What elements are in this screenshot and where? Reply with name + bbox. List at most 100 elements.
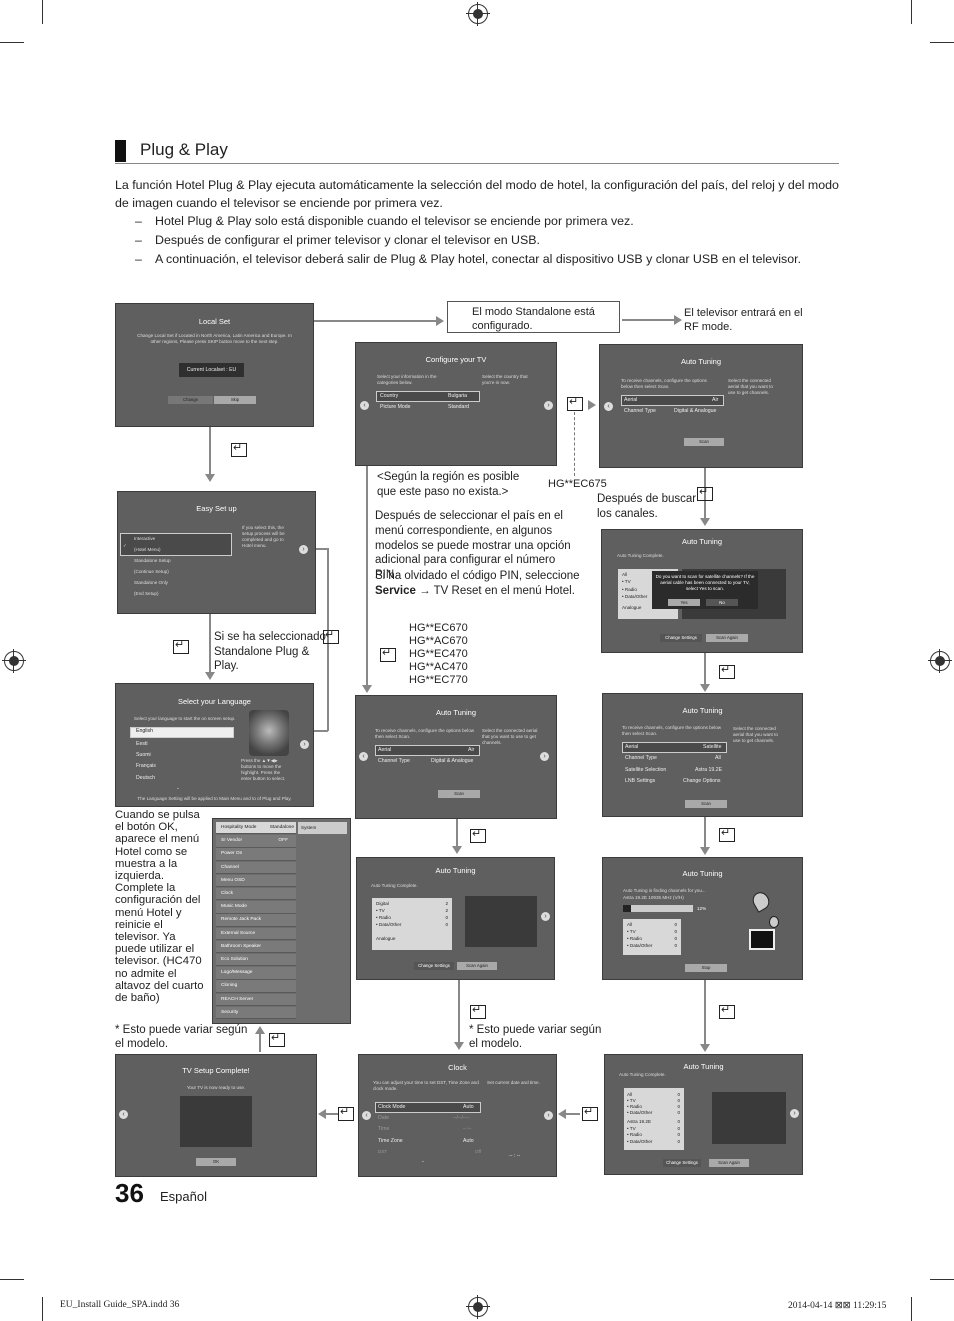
- screen-title: Auto Tuning: [680, 357, 722, 366]
- picture-mode-label[interactable]: Picture Mode: [380, 404, 411, 410]
- back-arrow-icon[interactable]: ‹: [119, 1110, 128, 1119]
- menu-item[interactable]: Eco Solution: [216, 954, 296, 967]
- change-button[interactable]: Change: [168, 396, 213, 404]
- flow-arrow-icon: [452, 846, 462, 854]
- after-search-note: Después de buscar los canales.: [597, 493, 697, 520]
- menu-item[interactable]: Logo/Message: [216, 967, 296, 980]
- menu-item[interactable]: Cloning: [216, 980, 296, 993]
- help-text: If you select this, the setup process wi…: [242, 525, 285, 548]
- menu-item[interactable]: External Source: [216, 927, 296, 940]
- menu-item[interactable]: Channel: [216, 861, 296, 874]
- crop-mark: [911, 1297, 912, 1321]
- model-label: HG**EC670: [409, 622, 468, 634]
- change-settings-button[interactable]: Change Settings: [663, 1159, 701, 1167]
- next-arrow-icon[interactable]: ›: [544, 1111, 553, 1120]
- menu-item[interactable]: Music Mode: [216, 901, 296, 914]
- screen-text: To receive channels, configure the optio…: [375, 728, 475, 739]
- check-icon: ✓: [123, 543, 127, 548]
- scan-button[interactable]: Scan: [438, 790, 480, 798]
- stop-button[interactable]: Stop: [685, 964, 727, 972]
- back-arrow-icon[interactable]: ‹: [360, 401, 369, 410]
- list-item[interactable]: Standalone Setup: [134, 558, 171, 563]
- menu-item[interactable]: Remote Jack Pack: [216, 914, 296, 927]
- screen-clock: Clock You can adjust your time to set DS…: [358, 1054, 557, 1177]
- aerial-row[interactable]: [375, 745, 480, 756]
- flow-line: [704, 978, 706, 1044]
- list-item[interactable]: Interactive: [134, 536, 156, 541]
- crop-mark: [930, 42, 954, 43]
- scan-again-button[interactable]: Scan Again: [457, 962, 497, 970]
- region-note: <Según la región es posible que este pas…: [377, 471, 520, 498]
- country-label: Country: [380, 393, 399, 399]
- dotted-line: [574, 412, 575, 476]
- menu-item[interactable]: REACH Server: [216, 993, 296, 1006]
- skip-button[interactable]: Skip: [214, 396, 256, 404]
- country-row[interactable]: [376, 391, 480, 402]
- list-item[interactable]: Standalone Only: [134, 580, 168, 585]
- channel-type-label[interactable]: Channel Type: [378, 758, 410, 764]
- channel-type-label[interactable]: Channel Type: [625, 755, 657, 761]
- aerial-row[interactable]: [622, 742, 727, 753]
- menu-item[interactable]: Clock: [216, 888, 296, 901]
- next-arrow-icon[interactable]: ›: [544, 401, 553, 410]
- channel-type-label[interactable]: Channel Type: [624, 408, 656, 414]
- aerial-row[interactable]: [621, 395, 724, 406]
- lnb-settings-label[interactable]: LNB Settings: [625, 778, 656, 784]
- ok-button[interactable]: OK: [196, 1158, 236, 1166]
- aerial-label: Aerial: [625, 744, 639, 750]
- model-label: HG**EC675: [548, 478, 607, 490]
- flow-arrow-icon: [700, 518, 710, 526]
- flow-line: [622, 319, 674, 321]
- scan-button[interactable]: Scan: [684, 438, 724, 446]
- list-item[interactable]: Suomi: [136, 752, 151, 758]
- list-item[interactable]: Eesti: [136, 741, 148, 747]
- menu-item[interactable]: Security: [216, 1006, 296, 1020]
- selected-item[interactable]: [130, 727, 234, 738]
- flow-line: [312, 320, 436, 322]
- next-arrow-icon[interactable]: ›: [299, 545, 308, 554]
- screen-title: Auto Tuning: [683, 1062, 724, 1071]
- clock-mode-row[interactable]: [375, 1102, 481, 1113]
- system-tab[interactable]: System: [298, 822, 347, 834]
- menu-item[interactable]: Bathroom Speaker: [216, 940, 296, 954]
- next-arrow-icon[interactable]: ›: [540, 752, 549, 761]
- enter-button-icon: [323, 628, 339, 644]
- back-arrow-icon[interactable]: ‹: [604, 402, 613, 411]
- satellite-selection-label[interactable]: Satellite Selection: [625, 767, 667, 773]
- selected-item[interactable]: [120, 533, 232, 556]
- satellite-dish-icon: [769, 916, 779, 928]
- back-arrow-icon[interactable]: ‹: [359, 752, 368, 761]
- change-settings-button[interactable]: Change Settings: [414, 962, 454, 970]
- menu-item[interactable]: Power On: [216, 848, 296, 861]
- list-item[interactable]: Français: [136, 763, 156, 769]
- scan-again-button[interactable]: Scan Again: [706, 634, 748, 642]
- screen-local-set: Local Set Change Local Set if Located in…: [115, 303, 314, 427]
- next-arrow-icon[interactable]: ›: [300, 740, 309, 749]
- registration-mark-icon: [2, 649, 26, 673]
- scan-button[interactable]: Scan: [685, 800, 727, 808]
- next-arrow-icon[interactable]: ›: [790, 1109, 799, 1118]
- screen-title: Auto Tuning: [682, 706, 723, 715]
- back-arrow-icon[interactable]: ‹: [362, 1111, 371, 1120]
- flow-arrow-icon: [205, 672, 215, 680]
- screen-title: Select your Language: [178, 697, 251, 706]
- channel-type-value: Digital & Analogue: [431, 758, 474, 764]
- menu-item[interactable]: Menu OSD: [216, 874, 296, 888]
- list-item[interactable]: English: [136, 728, 154, 734]
- no-button[interactable]: No: [706, 599, 738, 606]
- yes-button[interactable]: Yes: [668, 599, 700, 606]
- crop-mark: [930, 1279, 954, 1280]
- list-item[interactable]: Deutsch: [136, 775, 156, 781]
- flow-arrow-icon: [674, 315, 682, 325]
- pin-forgot-note: Si ha olvidado el código PIN, seleccione…: [375, 570, 580, 597]
- next-arrow-icon[interactable]: ›: [541, 912, 550, 921]
- time-zone-label[interactable]: Time Zone: [378, 1138, 403, 1144]
- change-settings-button[interactable]: Change Settings: [660, 634, 702, 642]
- scan-again-button[interactable]: Scan Again: [709, 1159, 749, 1167]
- flow-line: [209, 426, 211, 474]
